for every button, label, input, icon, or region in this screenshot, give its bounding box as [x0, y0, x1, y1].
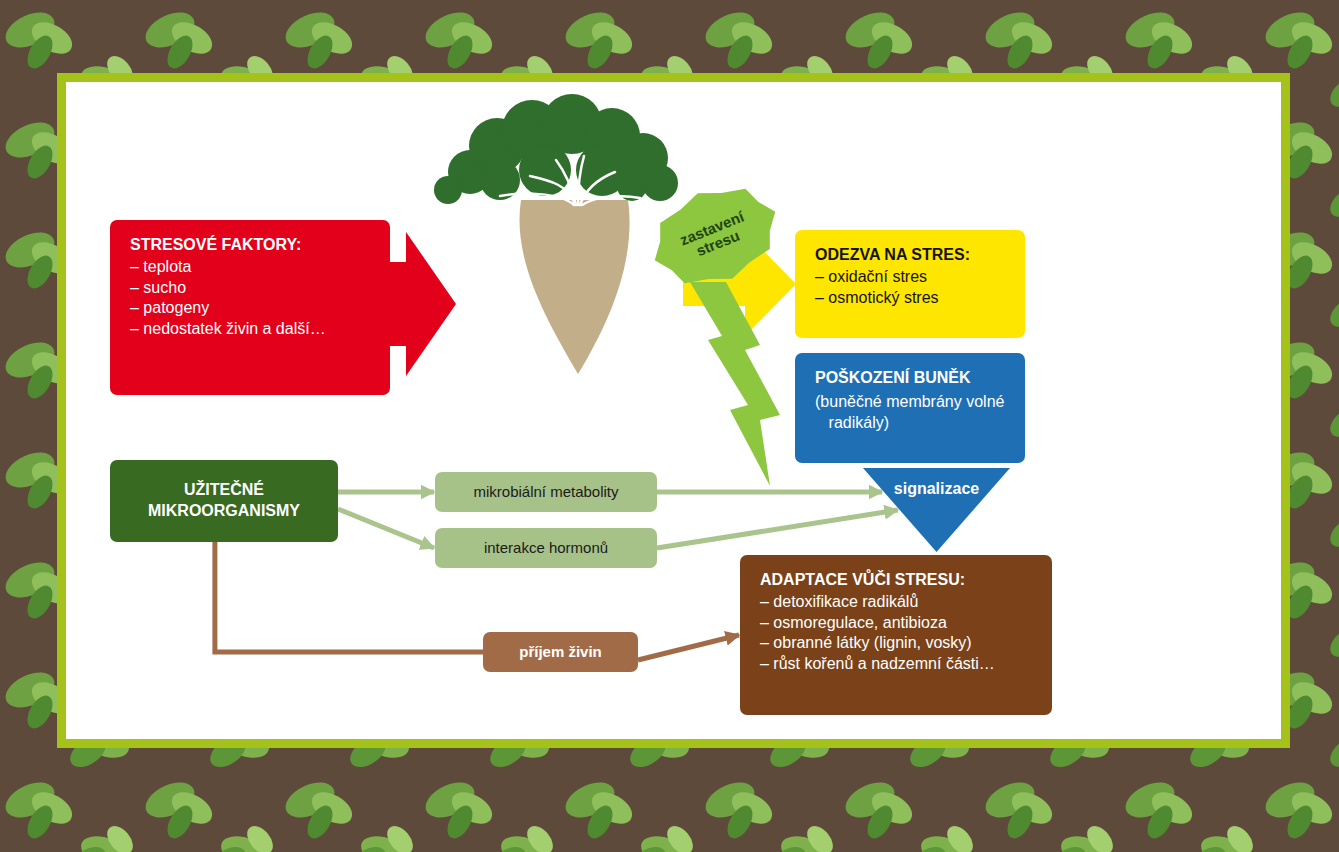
box-label: UŽITEČNÉ MIKROORGANISMY	[122, 480, 326, 522]
leaf	[642, 165, 678, 201]
process-box: interakce hormonů	[435, 528, 657, 568]
box-label: STRESOVÉ FAKTORY:	[130, 235, 372, 256]
process-box: mikrobiální metabolity	[435, 472, 657, 512]
panel	[66, 82, 1281, 739]
connector-arrow	[657, 490, 882, 495]
stress-arrow	[386, 232, 456, 376]
box-text: – nedostatek živin a další…	[130, 319, 372, 340]
box-label: POŠKOZENÍ BUNĚK	[815, 368, 1007, 389]
box-text: – detoxifikace radikálů	[760, 592, 1034, 613]
box-label: interakce hormonů	[484, 538, 608, 558]
box-label: mikrobiální metabolity	[473, 482, 618, 502]
beet-root	[519, 200, 629, 374]
box-label: signalizace	[863, 479, 1010, 500]
box-label: ADAPTACE VŮČI STRESU:	[760, 570, 1034, 591]
cell-damage-box: POŠKOZENÍ BUNĚK (buněčné membrány volné r…	[795, 353, 1025, 463]
burst-outline	[638, 169, 793, 303]
adaptation-box: ADAPTACE VŮČI STRESU:– detoxifikace radi…	[740, 555, 1052, 715]
stop-stress-burst: zastavení stresu	[638, 169, 793, 303]
beet-leaves	[434, 94, 678, 204]
beet-stems	[500, 156, 640, 205]
panel-frame	[57, 73, 1290, 748]
microorganisms-box: UŽITEČNÉ MIKROORGANISMY	[110, 460, 338, 542]
connector-arrow	[338, 490, 434, 495]
box-text: – sucho	[130, 278, 372, 299]
connector-arrow	[338, 509, 434, 548]
box-label: ODEZVA NA STRES:	[815, 245, 1007, 266]
box-text: – patogeny	[130, 298, 372, 319]
stem	[500, 194, 574, 205]
signal-arrow: signalizace	[863, 468, 1010, 552]
stem	[582, 196, 640, 205]
box-text: – teplota	[130, 257, 372, 278]
lightning-bolt	[690, 282, 780, 486]
box-text: – oxidační stres	[815, 267, 1007, 288]
connector-arrow	[638, 635, 739, 660]
nutrient-box: příjem živin	[483, 632, 638, 672]
stress-factors-box: STRESOVÉ FAKTORY:– teplota– sucho– patog…	[110, 220, 390, 395]
leaf	[434, 176, 462, 204]
box-label: příjem živin	[519, 642, 602, 662]
box-text: – osmoregulace, antibioza	[760, 613, 1034, 634]
box-text: – osmotický stres	[815, 288, 1007, 309]
box-text: – růst kořenů a nadzemní části…	[760, 654, 1034, 675]
box-text: – obranné látky (lignin, vosky)	[760, 633, 1034, 654]
triangle-outline	[863, 468, 1010, 552]
box-text: (buněčné membrány volné radikály)	[815, 392, 1007, 434]
connector-arrow	[657, 510, 898, 548]
stress-response-box: ODEZVA NA STRES:– oxidační stres– osmoti…	[795, 230, 1025, 338]
